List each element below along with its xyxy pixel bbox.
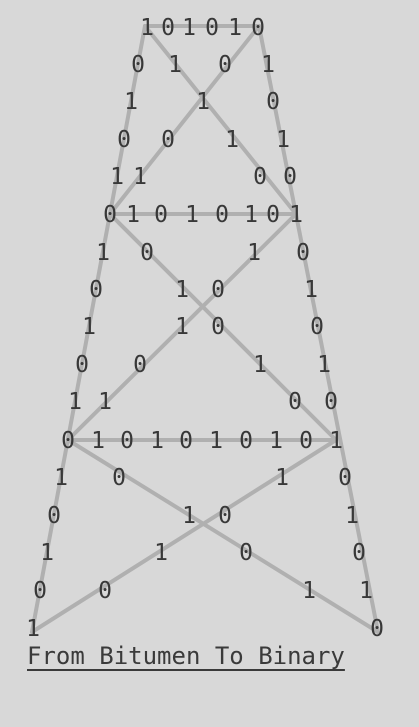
binary-digit: 0 — [218, 52, 232, 78]
binary-digit: 0 — [253, 164, 267, 190]
binary-digit: 1 — [228, 15, 242, 41]
binary-digit: 1 — [40, 540, 54, 566]
binary-digit: 1 — [140, 15, 154, 41]
binary-digit: 0 — [205, 15, 219, 41]
binary-digit: 0 — [112, 465, 126, 491]
binary-digit: 1 — [329, 428, 343, 454]
binary-digit: 0 — [215, 202, 229, 228]
binary-digit: 1 — [68, 389, 82, 415]
binary-digit: 1 — [182, 503, 196, 529]
brace-line — [66, 438, 380, 634]
binary-digit: 1 — [96, 240, 110, 266]
tower-frame-lines — [30, 24, 380, 634]
binary-digit: 0 — [33, 578, 47, 604]
binary-digit: 1 — [302, 578, 316, 604]
binary-digit: 0 — [154, 202, 168, 228]
binary-digit: 0 — [133, 352, 147, 378]
binary-digit: 0 — [89, 277, 103, 303]
brace-line — [66, 212, 298, 442]
binary-digit: 1 — [225, 127, 239, 153]
binary-digit: 1 — [26, 616, 40, 642]
binary-digit: 1 — [359, 578, 373, 604]
binary-digit: 0 — [352, 540, 366, 566]
binary-digit: 0 — [98, 578, 112, 604]
binary-digit: 0 — [324, 389, 338, 415]
binary-digit: 1 — [289, 202, 303, 228]
binary-digit: 1 — [175, 314, 189, 340]
binary-digit: 0 — [117, 127, 131, 153]
binary-digit: 1 — [247, 240, 261, 266]
binary-digit: 1 — [182, 15, 196, 41]
binary-digit: 0 — [370, 616, 384, 642]
binary-digit: 1 — [124, 89, 138, 115]
binary-digit: 1 — [168, 52, 182, 78]
binary-digit: 1 — [209, 428, 223, 454]
binary-digit: 0 — [120, 428, 134, 454]
binary-digit: 0 — [103, 202, 117, 228]
binary-digit: 0 — [161, 15, 175, 41]
binary-digit: 1 — [175, 277, 189, 303]
binary-digit: 0 — [296, 240, 310, 266]
binary-digit: 0 — [338, 465, 352, 491]
right-leg-line — [257, 24, 380, 634]
binary-digit: 0 — [47, 503, 61, 529]
binary-digit: 1 — [304, 277, 318, 303]
binary-digit: 0 — [179, 428, 193, 454]
binary-digit: 0 — [266, 89, 280, 115]
brace-line — [143, 24, 298, 216]
binary-digit: 0 — [140, 240, 154, 266]
left-leg-line — [30, 24, 147, 634]
brace-line — [30, 438, 338, 634]
binary-digit: 1 — [150, 428, 164, 454]
binary-digit: 0 — [239, 540, 253, 566]
binary-digit: 0 — [75, 352, 89, 378]
binary-digit: 0 — [239, 428, 253, 454]
binary-digit: 0 — [131, 52, 145, 78]
binary-digit: 0 — [251, 15, 265, 41]
binary-digit: 1 — [54, 465, 68, 491]
binary-digit: 0 — [299, 428, 313, 454]
binary-digit: 1 — [261, 52, 275, 78]
binary-digit: 0 — [288, 389, 302, 415]
binary-digit: 0 — [61, 428, 75, 454]
binary-digit: 1 — [110, 164, 124, 190]
brace-line — [108, 24, 261, 216]
binary-digit: 0 — [211, 277, 225, 303]
binary-digit: 0 — [310, 314, 324, 340]
binary-digit: 1 — [317, 352, 331, 378]
binary-digit: 1 — [82, 314, 96, 340]
binary-digit: 1 — [185, 202, 199, 228]
binary-digit: 1 — [269, 428, 283, 454]
caption-title: From Bitumen To Binary — [27, 642, 345, 670]
binary-digit: 1 — [196, 89, 210, 115]
binary-digit: 0 — [211, 314, 225, 340]
binary-digit: 0 — [266, 202, 280, 228]
binary-digit: 1 — [133, 164, 147, 190]
binary-digit: 0 — [161, 127, 175, 153]
brace-line — [108, 212, 338, 442]
binary-digit: 1 — [275, 465, 289, 491]
binary-digit: 1 — [253, 352, 267, 378]
binary-digit: 0 — [218, 503, 232, 529]
binary-digit: 1 — [98, 389, 112, 415]
binary-digit: 0 — [283, 164, 297, 190]
binary-digit: 1 — [154, 540, 168, 566]
binary-digit: 1 — [126, 202, 140, 228]
binary-digit: 1 — [91, 428, 105, 454]
binary-digit: 1 — [244, 202, 258, 228]
binary-digit: 1 — [276, 127, 290, 153]
binary-digit: 1 — [345, 503, 359, 529]
